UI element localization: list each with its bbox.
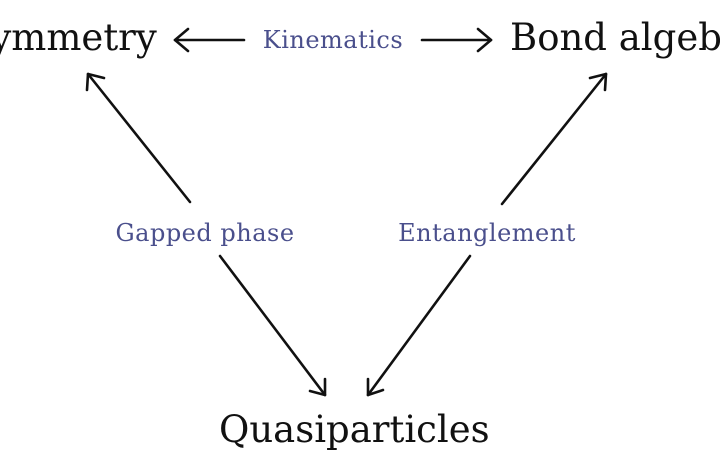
edge-label-entanglement: Entanglement (398, 219, 576, 247)
edge-label-gapped-phase: Gapped phase (115, 219, 294, 247)
node-symmetry: Symmetry (0, 16, 157, 59)
arrow-gapped-phase-upper-head (85, 72, 106, 92)
arrow-gapped-phase-lower-shaft (218, 254, 327, 397)
arrow-kinematics-right-head (476, 27, 493, 53)
arrow-gapped-phase-lower-head (308, 377, 327, 397)
arrow-kinematics-left-head (173, 27, 190, 53)
arrow-entanglement-lower-shaft (366, 254, 472, 397)
arrow-entanglement-upper-head (588, 72, 608, 92)
arrow-entanglement-lower-head (366, 377, 385, 397)
edge-label-kinematics: Kinematics (263, 26, 403, 54)
arrow-gapped-phase-upper-shaft (86, 72, 192, 204)
arrow-entanglement-upper-shaft (500, 72, 608, 206)
node-bond-algebra: Bond algebra (510, 16, 720, 59)
node-quasiparticles: Quasiparticles (219, 408, 490, 451)
